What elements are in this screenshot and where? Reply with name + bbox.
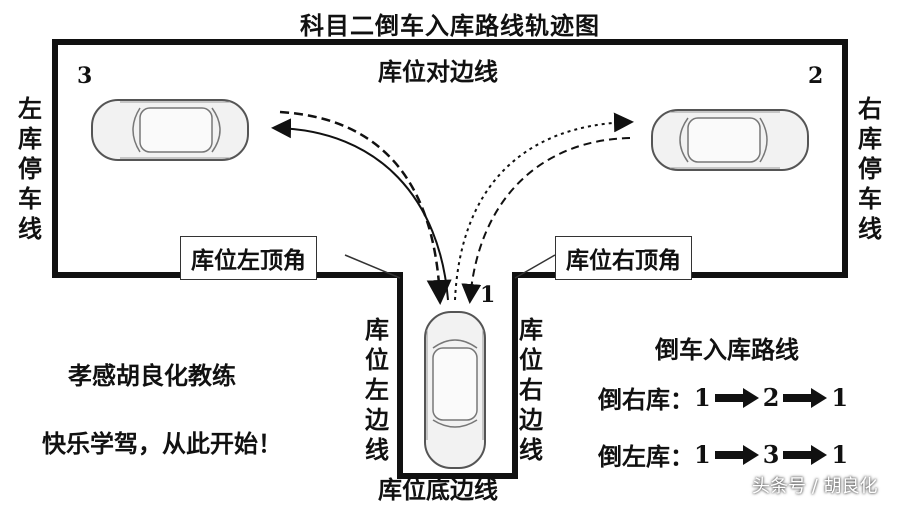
car-position-3 — [91, 99, 249, 161]
right-arrow-icon — [783, 444, 828, 465]
route-right-label: 倒右库： — [598, 385, 694, 414]
car-position-2 — [651, 109, 809, 171]
route-left-step-2: 3 — [762, 440, 780, 469]
course-outline — [52, 39, 848, 479]
route-left-step-3: 1 — [831, 440, 849, 469]
route-right-step-2: 2 — [762, 383, 780, 412]
position-2-label: 2 — [808, 63, 824, 89]
position-1-label: 1 — [480, 282, 496, 308]
routes-heading: 倒车入库路线 — [655, 335, 799, 364]
bottom-line-label: 库位底边线 — [378, 475, 498, 504]
left-stop-line-label: 左库停车线 — [18, 94, 42, 243]
right-corner-leader — [514, 254, 556, 279]
trajectory-right-in — [461, 137, 631, 304]
left-corner-callout: 库位左顶角 — [180, 236, 317, 280]
bay-left-line-label: 库位左边线 — [365, 315, 389, 464]
bay-right-line-label: 库位右边线 — [519, 315, 543, 464]
right-arrow-icon — [714, 387, 759, 408]
top-line-label: 库位对边线 — [378, 57, 498, 86]
route-right-step-1: 1 — [694, 383, 711, 412]
trajectory-left-out — [271, 118, 449, 301]
right-stop-line-label: 右库停车线 — [858, 94, 882, 243]
trajectory-right-out — [454, 112, 634, 301]
car-position-1 — [424, 311, 486, 469]
route-right-row: 倒右库： 1 2 1 — [598, 380, 848, 415]
left-corner-leader — [344, 254, 401, 279]
diagram-title: 科目二倒车入库路线轨迹图 — [300, 11, 600, 40]
watermark: 头条号 / 胡良化 — [752, 476, 878, 497]
route-left-step-1: 1 — [694, 440, 711, 469]
position-3-label: 3 — [77, 63, 93, 89]
right-arrow-icon — [783, 387, 828, 408]
right-corner-callout: 库位右顶角 — [555, 236, 692, 280]
route-left-label: 倒左库： — [598, 442, 694, 471]
coach-name: 孝感胡良化教练 — [68, 361, 236, 390]
right-arrow-icon — [714, 444, 759, 465]
route-left-row: 倒左库： 1 3 1 — [598, 437, 848, 472]
trajectory-left-in — [279, 110, 452, 305]
coach-slogan: 快乐学驾，从此开始！ — [42, 429, 282, 458]
route-right-step-3: 1 — [831, 383, 849, 412]
